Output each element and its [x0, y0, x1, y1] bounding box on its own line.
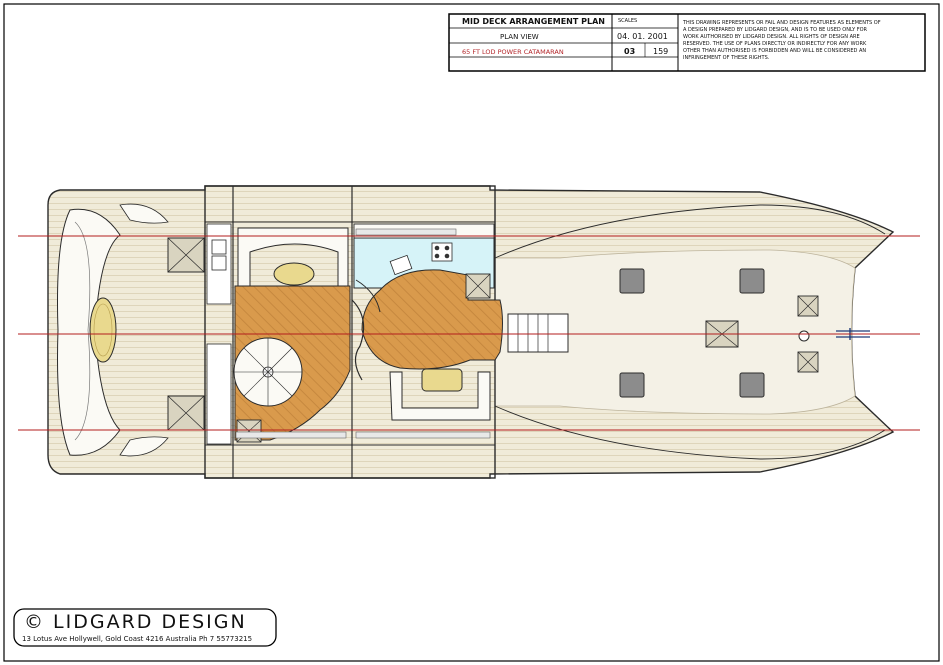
saloon-table: [273, 262, 315, 286]
title-block: MID DECK ARRANGEMENT PLAN SCALES PLAN VI…: [448, 13, 926, 72]
copyright-line-2: A DESIGN PREPARED BY LIDGARD DESIGN, AND…: [683, 27, 868, 33]
fwd-hatch-4: [739, 372, 765, 398]
dining-table: [421, 368, 463, 392]
reference-lines: [18, 235, 920, 431]
fwd-hatch-3: [619, 372, 645, 398]
drawing-number: 159: [653, 47, 668, 56]
vessel-name: 65 FT LOD POWER CATAMARAN: [462, 48, 564, 56]
windlass: [798, 330, 810, 342]
cooktop: [431, 242, 453, 262]
aft-table: [89, 297, 117, 363]
copyright-line-5: OTHER THAN AUTHORISED IS FORBIDDEN AND W…: [683, 48, 866, 54]
copyright-line-6: INFRINGEMENT OF THESE RIGHTS.: [683, 55, 770, 61]
view-label: PLAN VIEW: [500, 33, 539, 41]
saloon-settee: [237, 227, 349, 287]
hull-plan: [47, 185, 895, 479]
copyright-line-1: THIS DRAWING REPRESENTS OR FAIL AND DESI…: [682, 20, 881, 26]
fwd-hatch-2: [739, 268, 765, 294]
drawing-date: 04. 01. 2001: [617, 32, 668, 41]
logo-address: 13 Lotus Ave Hollywell, Gold Coast 4216 …: [22, 635, 252, 643]
logo-title: © LIDGARD DESIGN: [24, 611, 247, 633]
copyright-line-3: WORK AUTHORISED BY LIDGARD DESIGN. ALL R…: [683, 34, 860, 40]
copyright-line-4: RESERVED. THE USE OF PLANS DIRECTLY OR I…: [683, 41, 867, 47]
sheet-number: 03: [624, 47, 635, 56]
designer-logo: © LIDGARD DESIGN 13 Lotus Ave Hollywell,…: [13, 608, 277, 647]
drawing-title: MID DECK ARRANGEMENT PLAN: [462, 17, 605, 26]
galley-sink: [389, 254, 413, 276]
fwd-hatch-1: [619, 268, 645, 294]
scale-label: SCALES: [618, 18, 637, 24]
dining-settee: [389, 371, 491, 421]
